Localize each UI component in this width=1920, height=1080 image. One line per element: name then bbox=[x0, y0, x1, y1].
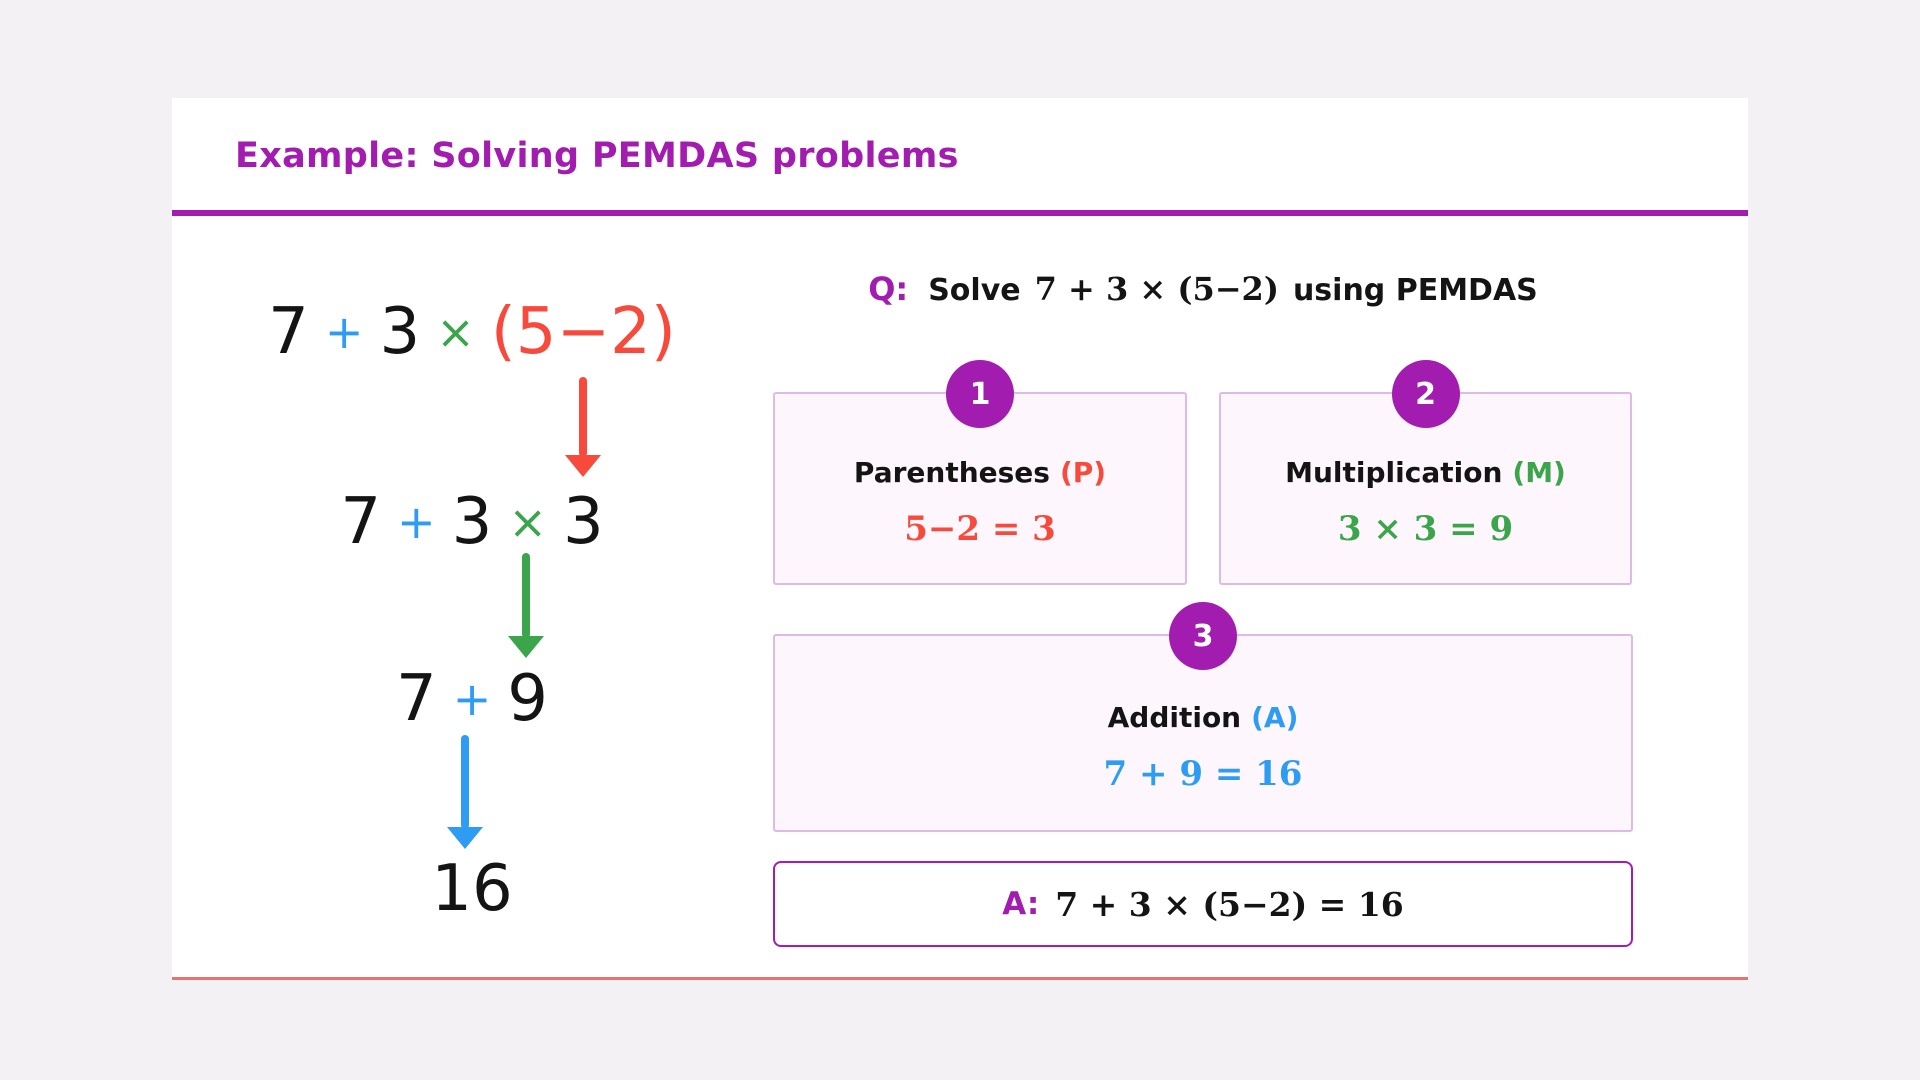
answer-equation: 7 + 3 × (5−2) = 16 bbox=[1055, 884, 1404, 924]
question-expression: 7 + 3 × (5−2) bbox=[1034, 270, 1279, 308]
step-letter-tag: (M) bbox=[1512, 456, 1566, 489]
header-divider bbox=[172, 210, 1748, 216]
step-box-multiplication: 2 Multiplication (M) 3 × 3 = 9 bbox=[1219, 360, 1632, 585]
working-step-1: 7 + 3 × (5−2) bbox=[232, 300, 712, 364]
number: 7 bbox=[268, 295, 309, 369]
question-prefix: Q: bbox=[868, 270, 909, 308]
step-number-badge: 1 bbox=[946, 360, 1014, 428]
times-operator: × bbox=[436, 304, 475, 359]
arrow-head bbox=[565, 455, 601, 477]
number: 3 bbox=[562, 485, 604, 559]
step-title-text: Multiplication bbox=[1285, 456, 1503, 489]
parentheses-group: (5−2) bbox=[490, 295, 676, 369]
question-suffix: using PEMDAS bbox=[1292, 273, 1538, 308]
working-result: 16 bbox=[232, 857, 712, 921]
answer-box: A: 7 + 3 × (5−2) = 16 bbox=[773, 861, 1633, 947]
step-number-badge: 2 bbox=[1391, 360, 1460, 428]
step-title-text: Addition bbox=[1107, 700, 1242, 734]
number: 7 bbox=[340, 485, 382, 559]
step-number-badge: 3 bbox=[1169, 602, 1237, 670]
step-title: Parentheses (P) bbox=[854, 456, 1106, 489]
arrow-head bbox=[508, 636, 544, 658]
number: 9 bbox=[507, 662, 549, 736]
step-title: Addition (A) bbox=[1108, 701, 1299, 734]
worked-example-column: 7 + 3 × (5−2) 7 + 3 × 3 7 + 9 16 bbox=[232, 98, 712, 977]
step-box-parentheses: 1 Parentheses (P) 5−2 = 3 bbox=[773, 360, 1187, 585]
down-arrow-blue-icon bbox=[447, 735, 483, 849]
step-letter-tag: (P) bbox=[1059, 456, 1107, 489]
working-step-3: 7 + 9 bbox=[232, 667, 712, 731]
plus-operator: + bbox=[324, 304, 364, 359]
step-box-addition: 3 Addition (A) 7 + 9 = 16 bbox=[773, 602, 1633, 832]
times-operator: × bbox=[508, 494, 547, 549]
step-equation: 5−2 = 3 bbox=[904, 509, 1056, 549]
arrow-head bbox=[447, 827, 483, 849]
step-equation: 7 + 9 = 16 bbox=[1103, 753, 1303, 794]
down-arrow-red-icon bbox=[565, 377, 601, 477]
down-arrow-green-icon bbox=[508, 553, 544, 658]
page-title: Example: Solving PEMDAS problems bbox=[235, 136, 959, 176]
result-number: 16 bbox=[431, 852, 513, 926]
plus-operator: + bbox=[397, 494, 436, 549]
step-title-text: Parentheses bbox=[853, 456, 1050, 489]
number: 7 bbox=[395, 662, 437, 736]
plus-operator: + bbox=[452, 671, 492, 726]
number: 3 bbox=[379, 295, 421, 369]
question-line: Q: Solve 7 + 3 × (5−2) using PEMDAS bbox=[773, 270, 1633, 308]
arrow-stem bbox=[522, 553, 530, 638]
answer-prefix: A: bbox=[1002, 886, 1040, 922]
number: 3 bbox=[451, 485, 493, 559]
arrow-stem bbox=[579, 377, 587, 457]
arrow-stem bbox=[461, 735, 469, 829]
question-solve-label: Solve bbox=[928, 273, 1021, 308]
lesson-card: Example: Solving PEMDAS problems 7 + 3 ×… bbox=[172, 98, 1748, 980]
step-equation: 3 × 3 = 9 bbox=[1337, 509, 1514, 549]
step-letter-tag: (A) bbox=[1251, 700, 1299, 734]
working-step-2: 7 + 3 × 3 bbox=[232, 490, 712, 554]
step-title: Multiplication (M) bbox=[1285, 456, 1566, 489]
